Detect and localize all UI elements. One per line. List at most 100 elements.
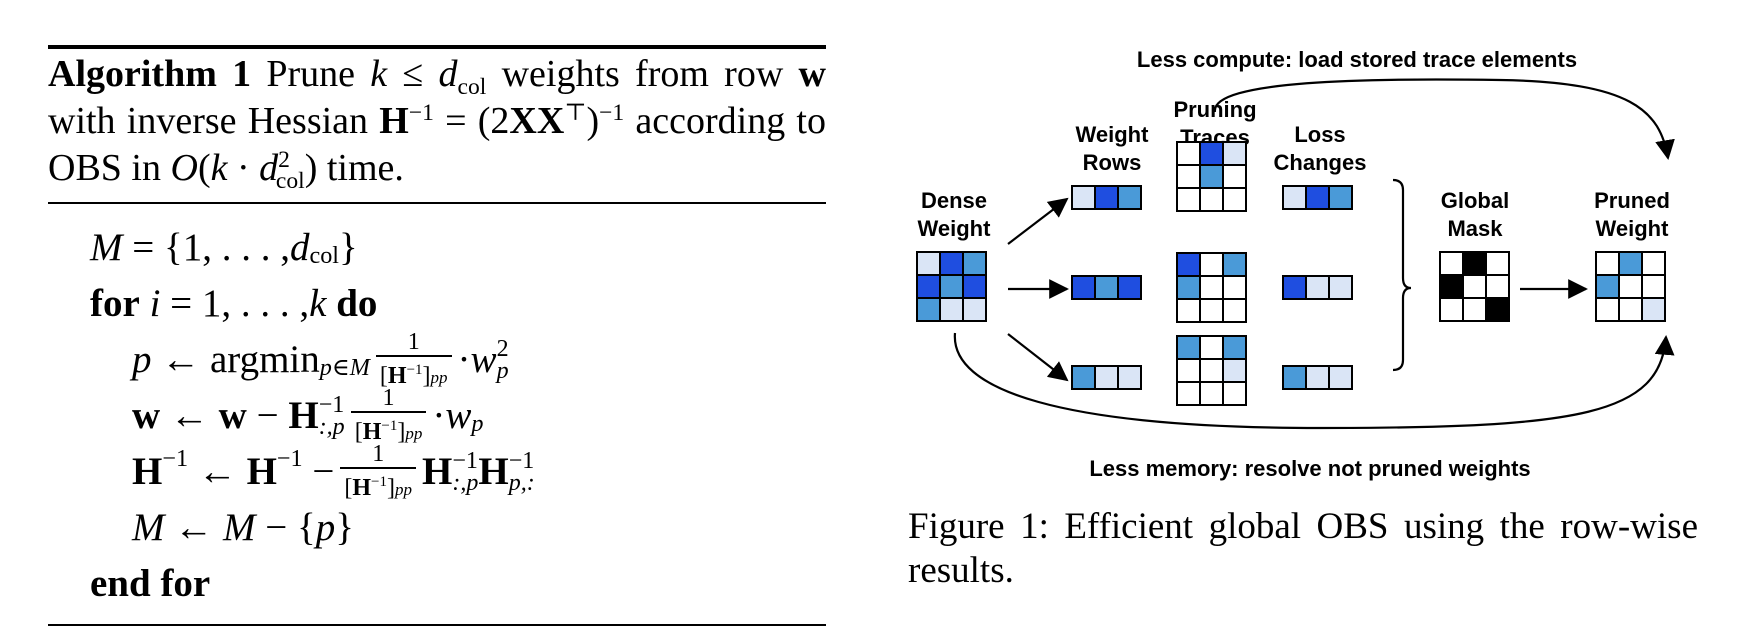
row-2-cell [1094, 275, 1119, 300]
mask-cell [1485, 297, 1510, 322]
grid-loss-changes [1282, 185, 1353, 390]
mask-cell [1439, 251, 1464, 276]
trace-1-cell [1199, 187, 1224, 212]
row-3-cell [1117, 365, 1142, 390]
trace-3-cell [1176, 358, 1201, 383]
algorithm-caption: Algorithm 1 Prune k ≤ dcol weights from … [48, 53, 826, 195]
trace-1-cell [1222, 164, 1247, 189]
arrow-top-curve [1213, 78, 1675, 160]
trace-3-cell [1222, 335, 1247, 360]
arrow-to-row-3 [1007, 333, 1069, 382]
mask-cell [1485, 274, 1510, 299]
pruned-cell [1618, 251, 1643, 276]
trace-1-cell [1222, 187, 1247, 212]
mask-cell [1462, 251, 1487, 276]
row-1-cell [1071, 185, 1096, 210]
trace-2-cell [1176, 252, 1201, 277]
trace-2-cell [1222, 298, 1247, 323]
trace-1-cell [1176, 141, 1201, 166]
trace-3-cell [1222, 381, 1247, 406]
trace-1-cell [1199, 164, 1224, 189]
row-2-cell [1071, 275, 1096, 300]
trace-1-cell [1199, 141, 1224, 166]
trace-2-cell [1176, 275, 1201, 300]
algorithm-line-end-for: end for [90, 562, 211, 605]
loss-1-cell [1282, 185, 1307, 210]
dense-weight-cell [962, 251, 987, 276]
trace-3-cell [1199, 381, 1224, 406]
loss-1-cell [1328, 185, 1353, 210]
loss-3-cell [1328, 365, 1353, 390]
arrow-bottom-curve [953, 332, 1675, 430]
grid-global-mask [1439, 251, 1510, 322]
trace-2-cell [1222, 275, 1247, 300]
grid-pruned-weight [1595, 251, 1666, 322]
loss-1-cell [1305, 185, 1330, 210]
algorithm-box: Algorithm 1 Prune k ≤ dcol weights from … [48, 45, 826, 626]
loss-3-cell [1305, 365, 1330, 390]
label-dense-weight-2: Weight [918, 216, 992, 241]
label-weight-rows-2: Rows [1083, 150, 1142, 175]
trace-3-cell [1176, 335, 1201, 360]
mask-cell [1462, 297, 1487, 322]
dense-weight-cell [916, 251, 941, 276]
pruned-cell [1618, 297, 1643, 322]
algorithm-top-rule [48, 45, 826, 49]
trace-2-cell [1199, 252, 1224, 277]
mask-cell [1439, 274, 1464, 299]
algorithm-mid-rule [48, 202, 826, 204]
algorithm-line-remove: M ← M − {p} [132, 506, 354, 549]
pruned-cell [1618, 274, 1643, 299]
label-dense-weight-1: Dense [921, 188, 987, 213]
pruned-cell [1595, 297, 1620, 322]
loss-2-cell [1328, 275, 1353, 300]
grid-dense-weight [916, 251, 987, 322]
trace-3-cell [1199, 358, 1224, 383]
loss-3-cell [1282, 365, 1307, 390]
pruned-cell [1641, 251, 1666, 276]
label-global-mask-1: Global [1441, 188, 1509, 213]
pruned-cell [1595, 251, 1620, 276]
grid-weight-rows [1071, 185, 1142, 390]
dense-weight-cell [916, 297, 941, 322]
label-weight-rows-1: Weight [1076, 122, 1150, 147]
label-pruned-weight-2: Weight [1596, 216, 1670, 241]
row-2-cell [1117, 275, 1142, 300]
figure-diagram: Less compute: load stored trace elements… [916, 47, 1675, 481]
trace-2-cell [1222, 252, 1247, 277]
dense-weight-cell [939, 251, 964, 276]
mask-cell [1439, 297, 1464, 322]
trace-1-cell [1222, 141, 1247, 166]
row-1-cell [1117, 185, 1142, 210]
pruned-cell [1595, 274, 1620, 299]
row-3-cell [1071, 365, 1096, 390]
mask-cell [1485, 251, 1510, 276]
figure-1: Less compute: load stored trace elements… [900, 30, 1758, 630]
dense-weight-cell [939, 297, 964, 322]
trace-2-cell [1199, 298, 1224, 323]
grid-pruning-traces [1176, 141, 1247, 406]
arrow-to-row-1 [1007, 197, 1069, 245]
mask-cell [1462, 274, 1487, 299]
loss-2-cell [1305, 275, 1330, 300]
dense-weight-cell [962, 274, 987, 299]
algorithm-bottom-rule [48, 624, 826, 626]
trace-1-cell [1176, 164, 1201, 189]
label-global-mask-2: Mask [1447, 216, 1503, 241]
trace-3-cell [1176, 381, 1201, 406]
trace-2-cell [1199, 275, 1224, 300]
algorithm-line-for: for i = 1, . . . , k do [90, 282, 378, 325]
pruned-cell [1641, 297, 1666, 322]
dense-weight-cell [962, 297, 987, 322]
dense-weight-cell [939, 274, 964, 299]
group-brace [1392, 178, 1412, 372]
label-loss-changes-2: Changes [1274, 150, 1367, 175]
algorithm-label: Algorithm 1 [48, 53, 252, 95]
trace-3-cell [1199, 335, 1224, 360]
trace-3-cell [1222, 358, 1247, 383]
row-3-cell [1094, 365, 1119, 390]
